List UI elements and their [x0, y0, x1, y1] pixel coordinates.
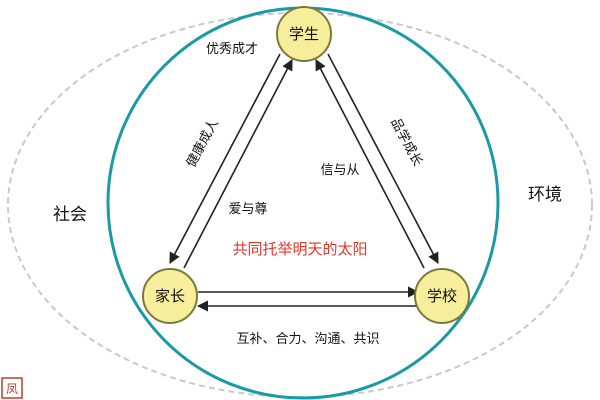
seal-frame [1, 377, 23, 399]
node-student: 学生 [276, 6, 332, 62]
label-complement-cooperate: 互补、合力、沟通、共识 [236, 332, 379, 347]
center-slogan: 共同托举明天的太阳 [232, 240, 367, 258]
arrow-student-to-school [327, 53, 439, 264]
label-love-and-respect: 爱与尊 [228, 201, 267, 217]
label-environment: 环境 [528, 185, 562, 205]
node-parent: 家长 [142, 268, 198, 324]
label-moral-study-growth: 品学成长 [387, 115, 426, 168]
seal-stamp: 凤 [1, 377, 23, 399]
node-student-circle [276, 6, 332, 62]
arrow-parent-to-student [183, 59, 293, 269]
label-society: 社会 [53, 205, 87, 225]
label-excellent-talent: 优秀成才 [206, 42, 258, 57]
arrow-school-to-student [315, 59, 425, 269]
node-school-circle [414, 268, 470, 324]
node-parent-circle [142, 268, 198, 324]
label-trust-and-follow: 信与从 [320, 163, 359, 178]
node-school-label: 学校 [427, 287, 457, 305]
label-healthy-growth: 健康成人 [183, 116, 222, 169]
seal-character: 凤 [6, 382, 18, 396]
node-school: 学校 [414, 268, 470, 324]
arrow-student-to-parent [169, 53, 281, 264]
node-student-label: 学生 [289, 25, 319, 43]
node-parent-label: 家长 [155, 287, 185, 305]
